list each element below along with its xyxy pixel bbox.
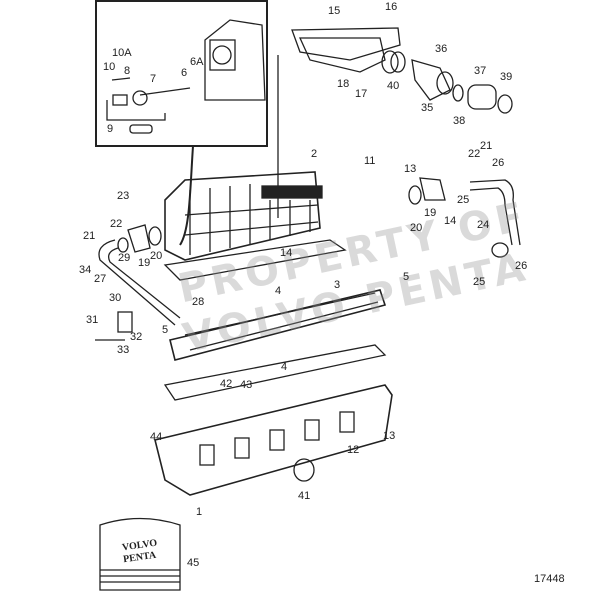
part-label: 28 [192, 296, 205, 308]
inset-label: 6A [190, 56, 204, 68]
part-label: 20 [410, 222, 423, 234]
part-label: 25 [473, 276, 486, 288]
part-label: 43 [240, 379, 253, 391]
part-label: 16 [385, 1, 398, 13]
part-label: 18 [337, 78, 350, 90]
part-4-gasket-lower [163, 344, 387, 401]
part-label: 15 [328, 5, 341, 17]
part-2-charge-air-cooler [164, 171, 323, 261]
part-label: 26 [492, 157, 505, 169]
part-1-lower-housing [154, 384, 393, 496]
part-label: 22 [110, 218, 123, 230]
part-label: 29 [118, 252, 131, 264]
part-15-elbow [291, 27, 513, 114]
part-label: 5 [162, 324, 169, 336]
part-label: 39 [500, 71, 513, 83]
part-4-gasket-upper [163, 239, 347, 281]
manual-logo: VOLVO [121, 538, 158, 554]
part-label: 3 [334, 279, 341, 291]
inset-leader [179, 145, 194, 246]
inset-label: 10A [112, 47, 132, 59]
part-24-pipe [469, 179, 521, 258]
part-label: 22 [468, 148, 481, 160]
inset-label: 9 [107, 123, 114, 135]
part-label: 11 [364, 155, 376, 167]
part-label: 21 [83, 230, 96, 242]
part-label: 5 [403, 271, 410, 283]
part-label: 25 [457, 194, 470, 206]
inset-label: 6 [181, 67, 188, 79]
part-label: 20 [150, 250, 163, 262]
part-label: 37 [474, 65, 487, 77]
part-label: 13 [383, 430, 396, 442]
part-label: 19 [138, 257, 151, 269]
right-flange [408, 177, 446, 205]
part-label: 33 [117, 344, 130, 356]
inset-label: 8 [124, 65, 131, 77]
part-label: 32 [130, 331, 143, 343]
part-label: 23 [117, 190, 130, 202]
part-label: 44 [150, 431, 163, 443]
part-label: 24 [477, 219, 490, 231]
part-label: 12 [347, 444, 360, 456]
part-label: 19 [424, 207, 437, 219]
part-30-bracket [95, 311, 133, 341]
part-3-core [169, 289, 387, 361]
inset-label: 7 [150, 73, 157, 85]
inset-shaft [106, 77, 191, 134]
svg-text:PENTA: PENTA [122, 550, 157, 566]
drawing-number: 17448 [534, 573, 565, 585]
part-label: 4 [275, 285, 282, 297]
part-label: 30 [109, 292, 122, 304]
part-label: 36 [435, 43, 448, 55]
part-label: 4 [281, 361, 288, 373]
part-label: 14 [444, 215, 457, 227]
part-label: 31 [86, 314, 99, 326]
part-label: 35 [421, 102, 434, 114]
part-45-manual: VOLVO PENTA [99, 517, 181, 591]
part-label: 13 [404, 163, 417, 175]
part-label: 42 [220, 378, 233, 390]
part-label: 26 [515, 260, 528, 272]
part-label: 38 [453, 115, 466, 127]
part-label: 45 [187, 557, 200, 569]
part-label: 14 [280, 247, 293, 259]
detail-inset-box [95, 0, 268, 147]
part-label: 27 [94, 273, 107, 285]
part-label: 40 [387, 80, 400, 92]
part-label: 1 [196, 506, 203, 518]
part-label: 2 [311, 148, 318, 160]
part-label: 17 [355, 88, 368, 100]
part-27-pipe [98, 239, 181, 326]
part-label: 34 [79, 264, 92, 276]
inset-block-engine [204, 19, 266, 101]
part-label: 21 [480, 140, 493, 152]
part-label: 41 [298, 490, 311, 502]
inset-label: 10 [103, 61, 116, 73]
left-flange [117, 224, 162, 253]
